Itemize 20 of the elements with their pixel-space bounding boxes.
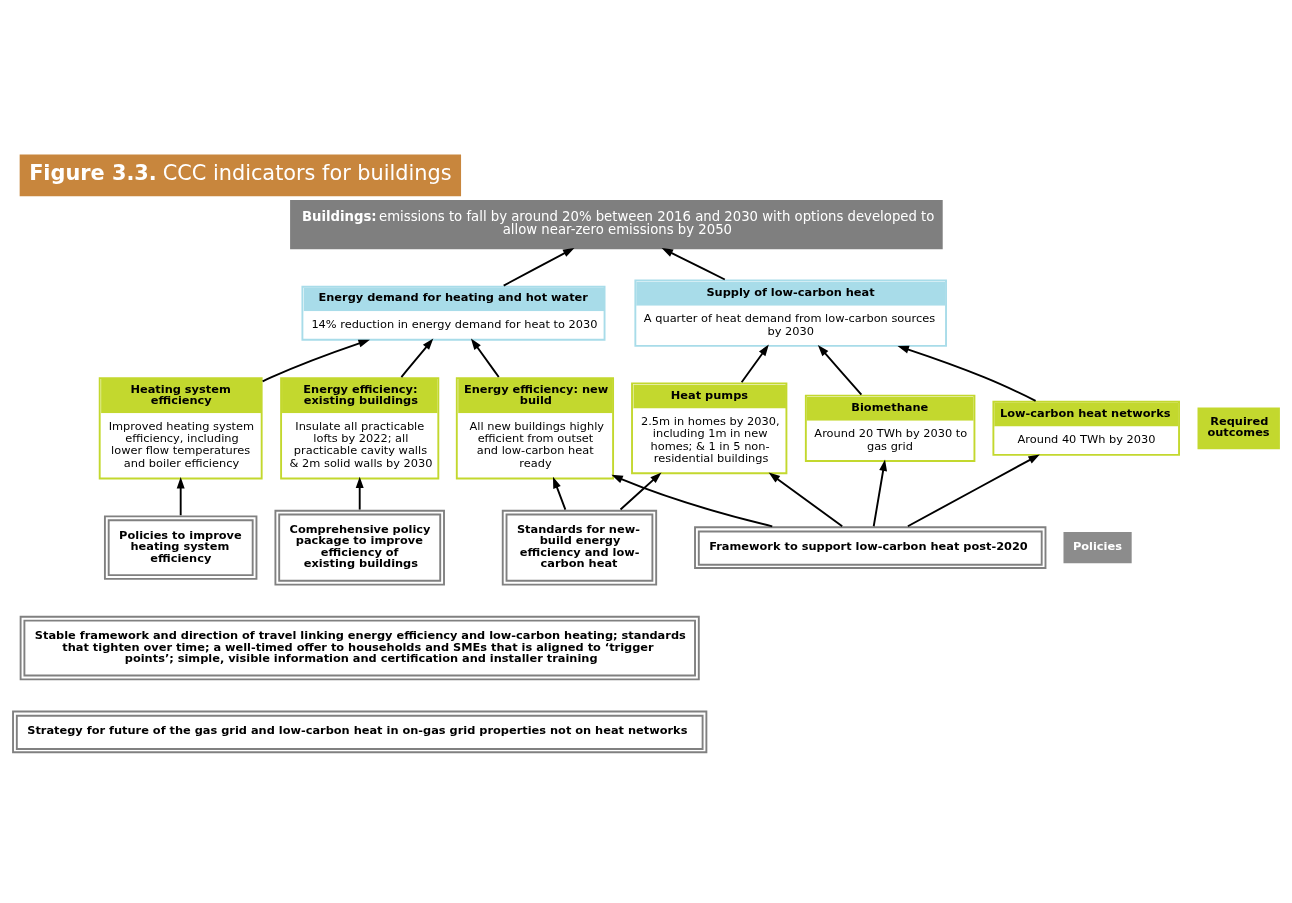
arrow [502,247,575,287]
arrow [768,472,844,527]
arrow [176,476,185,516]
arrow [661,247,726,280]
arrow [817,344,863,396]
node-box: Buildings: emissions to fall by around 20% between 2016 and 2030 with options developed to allow near-zero emissions by 2050 [290,199,943,249]
arrow [552,476,567,510]
arrow [740,344,769,383]
node-box: Policies [1063,531,1132,563]
arrow [261,339,370,382]
arrow [872,459,888,527]
node-box: Required outcomes [1197,407,1280,449]
arrow [470,337,500,378]
arrow [619,472,662,510]
arrow [906,454,1040,527]
arrow [400,338,434,378]
diagram-title: Figure 3.3. CCC indicators for buildings [29,160,452,185]
arrow [897,345,1037,402]
arrow [611,474,774,527]
arrow [355,476,364,510]
